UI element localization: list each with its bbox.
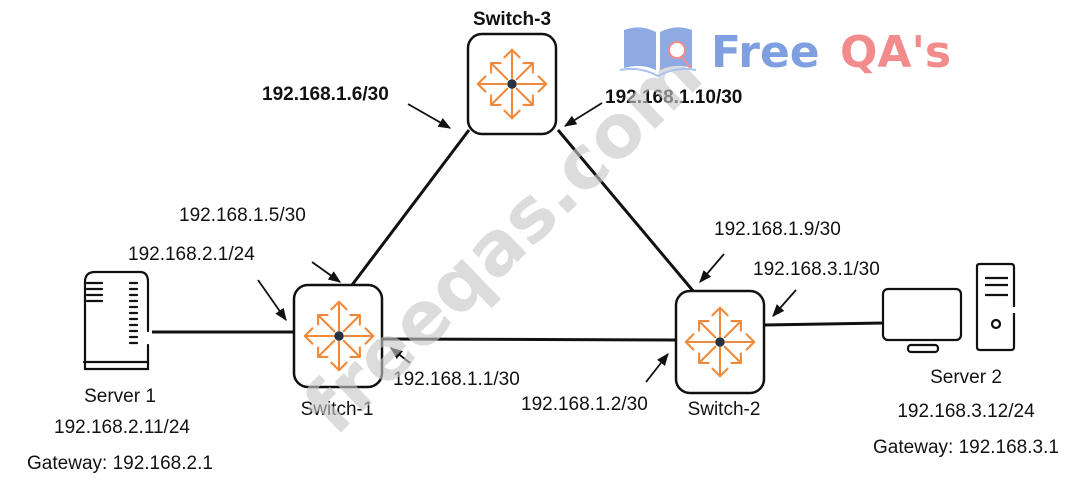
- iface-sw1-to-server1: 192.168.2.1/24: [128, 244, 255, 265]
- desktop-tower-icon: [881, 262, 1016, 354]
- pointer-192-168-1-10: [563, 102, 603, 127]
- switch-3[interactable]: [466, 32, 558, 136]
- iface-sw3-to-sw1: 192.168.1.6/30: [262, 84, 389, 105]
- pointer-192-168-2-1: [257, 279, 287, 322]
- pointer-192-168-1-5: [311, 261, 342, 283]
- pointer-192-168-1-1: [390, 347, 411, 364]
- pointer-192-168-3-1: [772, 289, 797, 317]
- server-1-ip: 192.168.2.11/24: [54, 417, 190, 438]
- rack-server-icon: [82, 270, 150, 371]
- iface-sw2-to-server2: 192.168.3.1/30: [753, 259, 880, 280]
- iface-sw1-to-sw3: 192.168.1.5/30: [179, 205, 306, 226]
- switch-3-label: Switch-3: [473, 9, 551, 30]
- links: [152, 129, 885, 342]
- server-2-ip: 192.168.3.12/24: [897, 401, 1035, 422]
- server-1-label: Server 1: [84, 386, 156, 407]
- logo-text-qas: QA's: [840, 27, 951, 78]
- server-1[interactable]: [82, 270, 150, 371]
- link-switch3-switch2: [556, 129, 696, 293]
- link-switch1-switch3: [350, 129, 471, 286]
- server-2[interactable]: [881, 262, 1016, 354]
- switch-2-label: Switch-2: [688, 399, 761, 420]
- switch-2[interactable]: [674, 289, 766, 395]
- iface-sw2-to-sw3: 192.168.1.9/30: [714, 219, 841, 240]
- link-switch2-server2: [763, 321, 885, 327]
- pointer-192-168-1-2: [645, 353, 669, 383]
- switch-1-label: Switch-1: [301, 399, 374, 420]
- book-magnifier-icon: [619, 27, 697, 78]
- iface-sw2-to-sw1: 192.168.1.2/30: [521, 394, 648, 415]
- labels: Switch-3 Switch-1 Switch-2 Server 1 192.…: [27, 9, 1059, 474]
- freeqas-logo: Free QA's: [619, 27, 951, 78]
- switch-1[interactable]: [292, 283, 384, 389]
- link-switch1-switch2: [381, 337, 677, 342]
- logo-text-free: Free: [711, 27, 820, 78]
- iface-sw3-to-sw2: 192.168.1.10/30: [605, 87, 742, 108]
- interface-pointers: [257, 102, 797, 383]
- server-2-label: Server 2: [930, 367, 1002, 388]
- iface-sw1-to-sw2: 192.168.1.1/30: [393, 369, 520, 390]
- pointer-192-168-1-6: [407, 103, 452, 129]
- pointer-192-168-1-9: [699, 253, 725, 283]
- server-1-gateway: Gateway: 192.168.2.1: [27, 453, 213, 474]
- server-2-gateway: Gateway: 192.168.3.1: [873, 437, 1059, 458]
